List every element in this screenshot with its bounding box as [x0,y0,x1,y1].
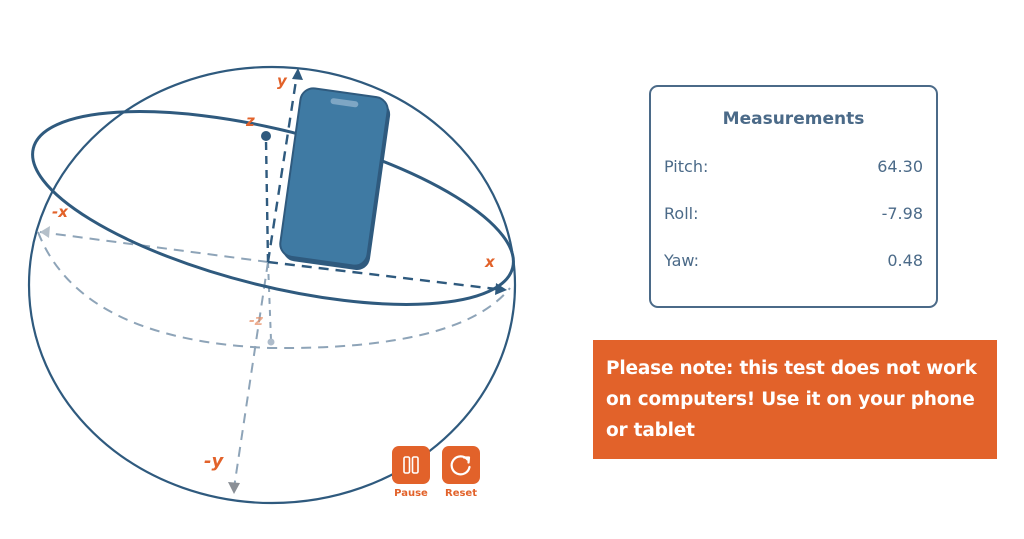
x-arrowhead [495,283,507,295]
roll-value: -7.98 [881,204,923,223]
axis-label-neg-z: -z [249,313,264,329]
axis-label-x: x [484,253,496,271]
axis-label-neg-y: -y [204,451,224,472]
reset-button[interactable] [442,446,480,484]
pause-label: Pause [394,488,428,499]
roll-label: Roll: [664,204,699,223]
tilted-orbit-ring [31,110,515,306]
neg-z-axis-line [267,261,272,341]
pitch-label: Pitch: [664,157,709,176]
x-axis-line [267,260,497,291]
neg-y-arrowhead [228,482,240,494]
smartphone-icon [279,87,391,270]
z-dot [261,131,271,141]
axis-label-neg-x: -x [52,203,69,221]
neg-x-axis-line [39,231,269,263]
axis-label-y: y [277,72,288,90]
pause-control[interactable]: Pause [389,446,433,499]
y-axis-line [266,73,299,263]
reset-label: Reset [445,488,477,499]
z-axis-line [264,139,270,263]
yaw-value: 0.48 [887,251,923,270]
neg-x-arrowhead [40,226,50,238]
device-notice-banner: Please note: this test does not work on … [593,340,997,459]
yaw-label: Yaw: [664,251,699,270]
reset-icon [450,455,471,476]
equator-dashed [37,231,511,350]
pitch-value: 64.30 [877,157,923,176]
measurement-row-yaw: Yaw: 0.48 [664,251,923,270]
reset-control[interactable]: Reset [439,446,483,499]
measurements-panel: Measurements Pitch: 64.30 Roll: -7.98 Ya… [649,85,938,308]
y-arrowhead [292,68,303,80]
neg-z-dot [267,338,275,346]
measurement-row-roll: Roll: -7.98 [664,204,923,223]
orientation-sphere-visualization: y z -x x -z -y [27,65,517,505]
measurement-row-pitch: Pitch: 64.30 [664,157,923,176]
neg-y-axis-line [233,261,269,489]
pause-button[interactable] [392,446,430,484]
sphere-outline [27,65,517,505]
axis-label-z: z [245,112,255,130]
pause-icon [403,456,419,474]
measurements-title: Measurements [722,109,865,129]
